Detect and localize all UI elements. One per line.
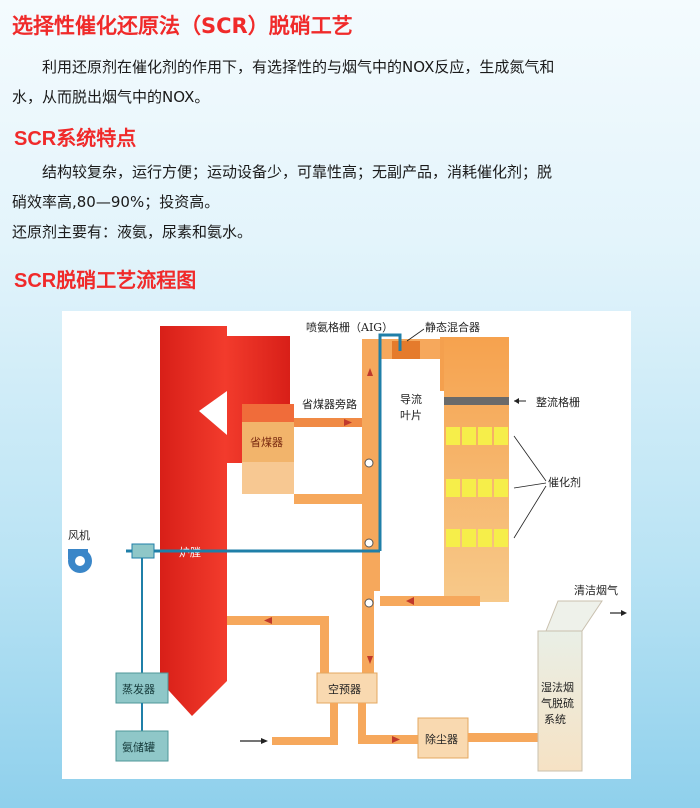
flue-duct-main-riser	[362, 351, 380, 591]
boiler-return-riser	[320, 616, 329, 676]
evaporator-label: 蒸发器	[122, 682, 155, 696]
reactor-outlet-duct	[380, 596, 480, 606]
stack-top	[545, 600, 603, 632]
fan-icon	[68, 549, 92, 573]
rectifier-grid-label: 整流格栅	[536, 395, 580, 409]
duct-to-dust-collector	[358, 735, 418, 744]
dust-collector-label: 除尘器	[425, 732, 458, 746]
guide-vane-label-2: 叶片	[400, 409, 422, 422]
fan-label: 风机	[68, 528, 90, 542]
static-mixer-label: 静态混合器	[425, 320, 480, 334]
duct-to-air-preheater	[362, 591, 374, 676]
features-line2: 硝效率高,80—90%；投资高。	[12, 193, 220, 211]
preheater-outlet-left	[330, 703, 338, 743]
economizer-bypass-label: 省煤器旁路	[302, 397, 357, 411]
ammonia-air-mixer	[131, 543, 155, 559]
guide-vane-label-1: 导流	[400, 392, 422, 406]
air-preheater-box	[316, 672, 378, 704]
features-line1: 结构较复杂，运行方便；运动设备少，可靠性高；无副产品，消耗催化剂；脱	[42, 163, 553, 181]
scr-description: 利用还原剂在催化剂的作用下，有选择性的与烟气中的NOX反应，生成氮气和 水，从而…	[12, 52, 688, 112]
ammonia-tank-box	[115, 730, 169, 762]
section-title-flowchart: SCR脱硝工艺流程图	[14, 270, 197, 292]
duct-to-fgd	[468, 733, 540, 742]
guide-vane-area	[380, 359, 440, 439]
section-title-features: SCR系统特点	[14, 128, 137, 150]
dust-collector-box	[417, 717, 469, 759]
wet-fgd-label-2: 气脱硫	[541, 696, 574, 710]
catalyst-layer-3	[446, 529, 508, 547]
evaporator-box	[115, 672, 169, 704]
flue-duct-from-economizer	[294, 494, 380, 504]
damper-outlet	[364, 598, 374, 608]
wet-fgd-label-3: 系统	[544, 713, 566, 726]
scr-flow-diagram: 炉膛 省煤器 省煤器旁路 静态混合器 喷氨格栅（AIG） 导流 叶片 整流格栅 …	[62, 311, 631, 779]
economizer-bypass-duct	[294, 418, 372, 427]
ammonia-tank-label: 氨储罐	[122, 740, 155, 754]
wet-fgd-label-1: 湿法烟	[541, 680, 574, 694]
damper-main	[364, 538, 374, 548]
boiler-nose	[199, 391, 227, 435]
scr-description-line1: 利用还原剂在催化剂的作用下，有选择性的与烟气中的NOX反应，生成氮气和	[42, 58, 555, 76]
catalyst-layer-2	[446, 479, 508, 497]
boiler-furnace	[160, 326, 290, 716]
clean-flue-gas-label: 清洁烟气	[574, 583, 618, 597]
boiler-return-duct	[227, 616, 327, 625]
scr-flow-diagram-svg: 炉膛 省煤器 省煤器旁路 静态混合器 喷氨格栅（AIG） 导流 叶片 整流格栅 …	[68, 320, 627, 772]
air-inlet-duct	[272, 737, 338, 745]
catalyst-label: 催化剂	[548, 475, 581, 489]
section-title-scr: 选择性催化还原法（SCR）脱硝工艺	[12, 14, 353, 38]
scr-description-line2: 水，从而脱出烟气中的NOX。	[12, 88, 210, 106]
static-mixer	[392, 341, 420, 359]
catalyst-layer-1	[446, 427, 508, 445]
features-description: 结构较复杂，运行方便；运动设备少，可靠性高；无副产品，消耗催化剂；脱 硝效率高,…	[12, 157, 688, 247]
economizer-label: 省煤器	[250, 436, 283, 449]
damper-bypass	[364, 458, 374, 468]
rectifier-grid	[444, 397, 509, 405]
features-line3: 还原剂主要有：液氨，尿素和氨水。	[12, 223, 253, 241]
aig-label: 喷氨格栅（AIG）	[306, 320, 393, 334]
ammonia-injection-line	[126, 333, 402, 553]
air-preheater-label: 空预器	[328, 682, 361, 696]
preheater-outlet-right	[358, 703, 366, 743]
scr-reactor-body	[444, 337, 509, 602]
